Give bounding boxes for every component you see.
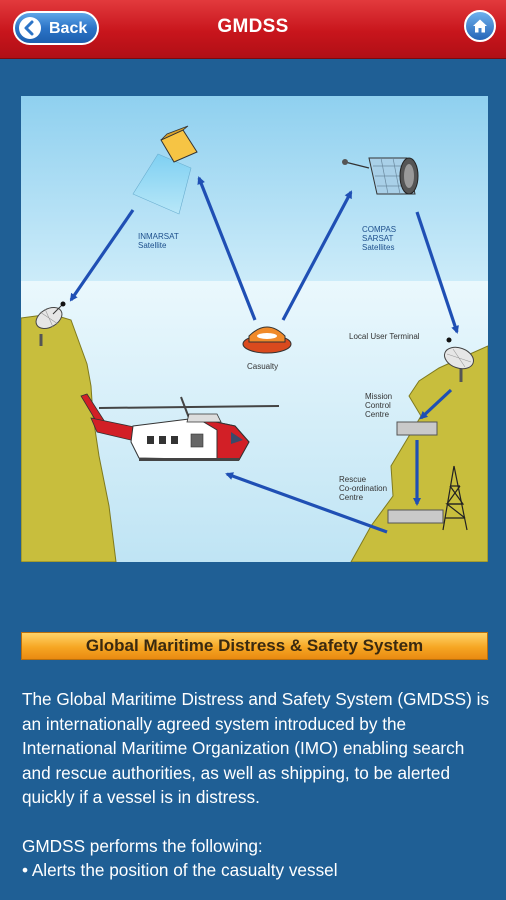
local-user-terminal-label: Local User Terminal [349, 332, 420, 341]
back-arrow-icon [19, 17, 41, 39]
rescue-helicopter-icon [80, 393, 280, 461]
rescue-coordination-centre-label: Rescue Co-ordination Centre [339, 475, 388, 502]
arrow-casualty-to-cospas [281, 190, 353, 321]
arrow-lut-to-mcc [419, 388, 453, 420]
radio-mast-icon [442, 465, 468, 531]
home-button[interactable] [464, 10, 496, 42]
section-heading-banner: Global Maritime Distress & Safety System [21, 632, 488, 660]
arrow-rcc-to-helicopter [225, 472, 388, 534]
sky [21, 96, 488, 311]
casualty-label: Casualty [247, 362, 279, 371]
inmarsat-label: INMARSAT Satellite [138, 232, 179, 250]
inmarsat-beam [132, 153, 192, 215]
arrow-cospas-to-lut [415, 211, 459, 334]
list-item: • Alerts the position of the casualty ve… [22, 860, 338, 880]
mission-control-centre-label: Mission Control Centre [365, 392, 393, 419]
page-title: GMDSS [217, 16, 289, 37]
description-text: The Global Maritime Distress and Safety … [22, 687, 492, 883]
inmarsat-satellite-icon [160, 125, 198, 163]
back-button-label: Back [49, 20, 88, 37]
list-intro: GMDSS performs the following: [22, 835, 263, 856]
back-button[interactable]: Back [13, 11, 99, 45]
intro-paragraph: The Global Maritime Distress and Safety … [22, 689, 490, 807]
lut-dish-antenna-icon [443, 337, 475, 382]
arrow-inmarsat-to-dish [69, 209, 135, 302]
left-coast [21, 313, 117, 562]
home-icon [473, 19, 487, 33]
gmdss-diagram: INMARSAT Satellite COMPAS SARSAT Satelli… [21, 96, 488, 562]
mission-control-centre-building [396, 421, 438, 436]
navigation-bar: Back GMDSS [0, 0, 506, 59]
cospas-sarsat-satellite-icon [342, 157, 419, 195]
rescue-coordination-centre-building [387, 509, 444, 524]
cospas-sarsat-label: COMPAS SARSAT Satellites [362, 225, 397, 252]
casualty-liferaft-icon [242, 326, 292, 354]
right-coast [350, 345, 488, 562]
left-dish-antenna-icon [35, 301, 66, 346]
arrow-casualty-to-inmarsat [197, 176, 257, 321]
